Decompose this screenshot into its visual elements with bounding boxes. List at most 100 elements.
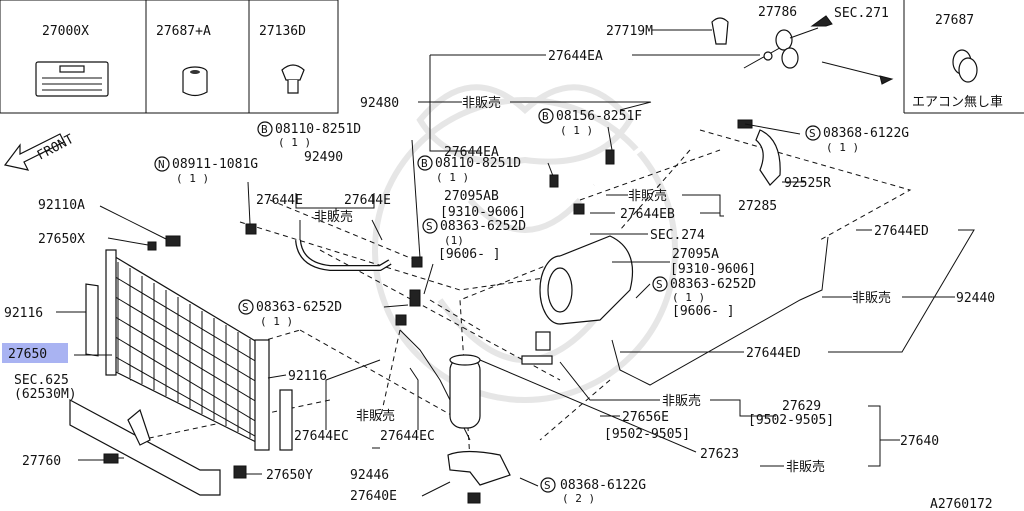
part-27285[interactable]: 27285 (738, 199, 777, 214)
part-92446[interactable]: 92446 (350, 468, 389, 483)
part-27623[interactable]: 27623 (700, 447, 739, 462)
part-27095A-date: [9310-9606] (670, 262, 756, 277)
side-seal-left (85, 283, 99, 357)
part-27640E[interactable]: 27640E (350, 489, 397, 504)
bolt-08110-top-qty: ( 1 ) (278, 136, 311, 149)
bolt-27650X-icon (147, 241, 157, 251)
not-sold-note-6: 非販売 (356, 408, 395, 424)
part-92480[interactable]: 92480 (360, 96, 399, 111)
box-part-27136D[interactable]: 27136D (259, 24, 306, 39)
grommet-icon (952, 49, 978, 83)
bolt-92110A-icon (165, 235, 181, 247)
part-27095AB[interactable]: 27095AB (444, 189, 499, 204)
part-27095A[interactable]: 27095A (672, 247, 719, 262)
diagram-code: A2760172 (930, 497, 993, 511)
clip-27719M (711, 17, 729, 45)
not-sold-note-3: 非販売 (314, 209, 353, 225)
bolt-08110-8251D-mid[interactable]: 08110-8251D (435, 156, 521, 171)
lower-bracket (69, 398, 221, 496)
corner-box (903, 0, 1024, 114)
pipe-92490 (295, 239, 392, 271)
screw-08363-6252D-b[interactable]: 08363-6252D (670, 277, 756, 292)
rubber-bushing-icon (182, 66, 208, 97)
nut-08911-1081G[interactable]: 08911-1081G (172, 157, 258, 172)
not-sold-note-5: 非販売 (662, 393, 701, 409)
not-sold-note-1: 非販売 (462, 95, 501, 111)
sym-b-3: B (421, 157, 428, 170)
part-92525R[interactable]: 92525R (784, 176, 831, 191)
screw-08363-6252D-a[interactable]: 08363-6252D (440, 219, 526, 234)
part-27644EC-a[interactable]: 27644EC (294, 429, 349, 444)
sec271-arrow-icon (810, 15, 894, 85)
part-27650Y[interactable]: 27650Y (266, 468, 313, 483)
bolt-08110-8251D-top[interactable]: 08110-8251D (275, 122, 361, 137)
not-sold-note-2: 非販売 (628, 188, 667, 204)
pressure-switch-27629 (521, 331, 553, 365)
part-27644EC-b[interactable]: 27644EC (380, 429, 435, 444)
fitting-27786 (775, 29, 799, 69)
box-part-27000X[interactable]: 27000X (42, 24, 89, 39)
part-27760[interactable]: 27760 (22, 454, 61, 469)
screw-08368-bottom-qty: ( 2 ) (562, 492, 595, 505)
not-sold-note-4: 非販売 (852, 290, 891, 306)
leader-lines (56, 27, 975, 497)
sec-625-ref[interactable]: SEC.625 (14, 373, 69, 388)
sym-s-1: S (809, 127, 816, 140)
watermark-emblem (372, 84, 678, 403)
screw-08368-6122G-top[interactable]: 08368-6122G (823, 126, 909, 141)
label-plate-icon (35, 61, 109, 97)
screw-08368-6122G-bottom[interactable]: 08368-6122G (560, 478, 646, 493)
box-part-27687A[interactable]: 27687+A (156, 24, 211, 39)
part-27719M[interactable]: 27719M (606, 24, 653, 39)
part-92110A[interactable]: 92110A (38, 198, 85, 213)
screw-08363-a-qty: (1) (444, 234, 464, 247)
part-27644ED-top[interactable]: 27644ED (874, 224, 929, 239)
screw-08363-6252D-c[interactable]: 08363-6252D (256, 300, 342, 315)
hose-92480 (592, 66, 746, 187)
sym-s-5: S (544, 479, 551, 492)
part-92440[interactable]: 92440 (956, 291, 995, 306)
screw-08363-b-qty: ( 1 ) (672, 291, 705, 304)
screw-08363-b-date: [9606- ] (672, 304, 735, 319)
corner-note: エアコン無し車 (912, 95, 1003, 110)
condenser-core (105, 249, 270, 451)
part-27656E[interactable]: 27656E (622, 410, 669, 425)
sym-s-4: S (242, 301, 249, 314)
corner-part-27687[interactable]: 27687 (935, 13, 974, 28)
part-27644ED-low[interactable]: 27644ED (746, 346, 801, 361)
part-27650X[interactable]: 27650X (38, 232, 85, 247)
bolt-08110-mid-qty: ( 1 ) (436, 171, 469, 184)
part-27644E-a[interactable]: 27644E (256, 193, 303, 208)
part-27629[interactable]: 27629 (782, 399, 821, 414)
part-27095AB-date: [9310-9606] (440, 205, 526, 220)
mount-27650Y-icon (233, 465, 247, 479)
part-27644EB[interactable]: 27644EB (620, 207, 675, 222)
side-seal-right (279, 389, 293, 451)
part-92490[interactable]: 92490 (304, 150, 343, 165)
sec-271-ref[interactable]: SEC.271 (834, 6, 889, 21)
selected-part-highlight (2, 343, 68, 363)
sym-b-1: B (542, 110, 549, 123)
clip-icon (281, 64, 305, 94)
part-27629-date: [9502-9505] (748, 413, 834, 428)
part-92116-right[interactable]: 92116 (288, 369, 327, 384)
screw-08363-a-date: [9606- ] (438, 247, 501, 262)
sym-n-1: N (158, 158, 165, 171)
sec-274-ref[interactable]: SEC.274 (650, 228, 705, 243)
part-27644E-b[interactable]: 27644E (344, 193, 391, 208)
part-27656E-date: [9502-9505] (604, 427, 690, 442)
part-92116-left[interactable]: 92116 (4, 306, 43, 321)
circled-symbols (154, 108, 821, 493)
hose-fitting-left (245, 149, 615, 326)
screw-08368-top-qty: ( 1 ) (826, 141, 859, 154)
part-27786[interactable]: 27786 (758, 5, 797, 20)
part-27650[interactable]: 27650 (8, 347, 47, 362)
sec-625-sub: (62530M) (14, 387, 77, 402)
bolt-08156-qty: ( 1 ) (560, 124, 593, 137)
part-27644EA-mid[interactable]: 27644EA (444, 145, 499, 160)
part-27644EA-top[interactable]: 27644EA (548, 49, 603, 64)
nut-08911-qty: ( 1 ) (176, 172, 209, 185)
part-27640[interactable]: 27640 (900, 434, 939, 449)
sym-s-3: S (656, 278, 663, 291)
bolt-08156-8251F[interactable]: 08156-8251F (556, 109, 642, 124)
